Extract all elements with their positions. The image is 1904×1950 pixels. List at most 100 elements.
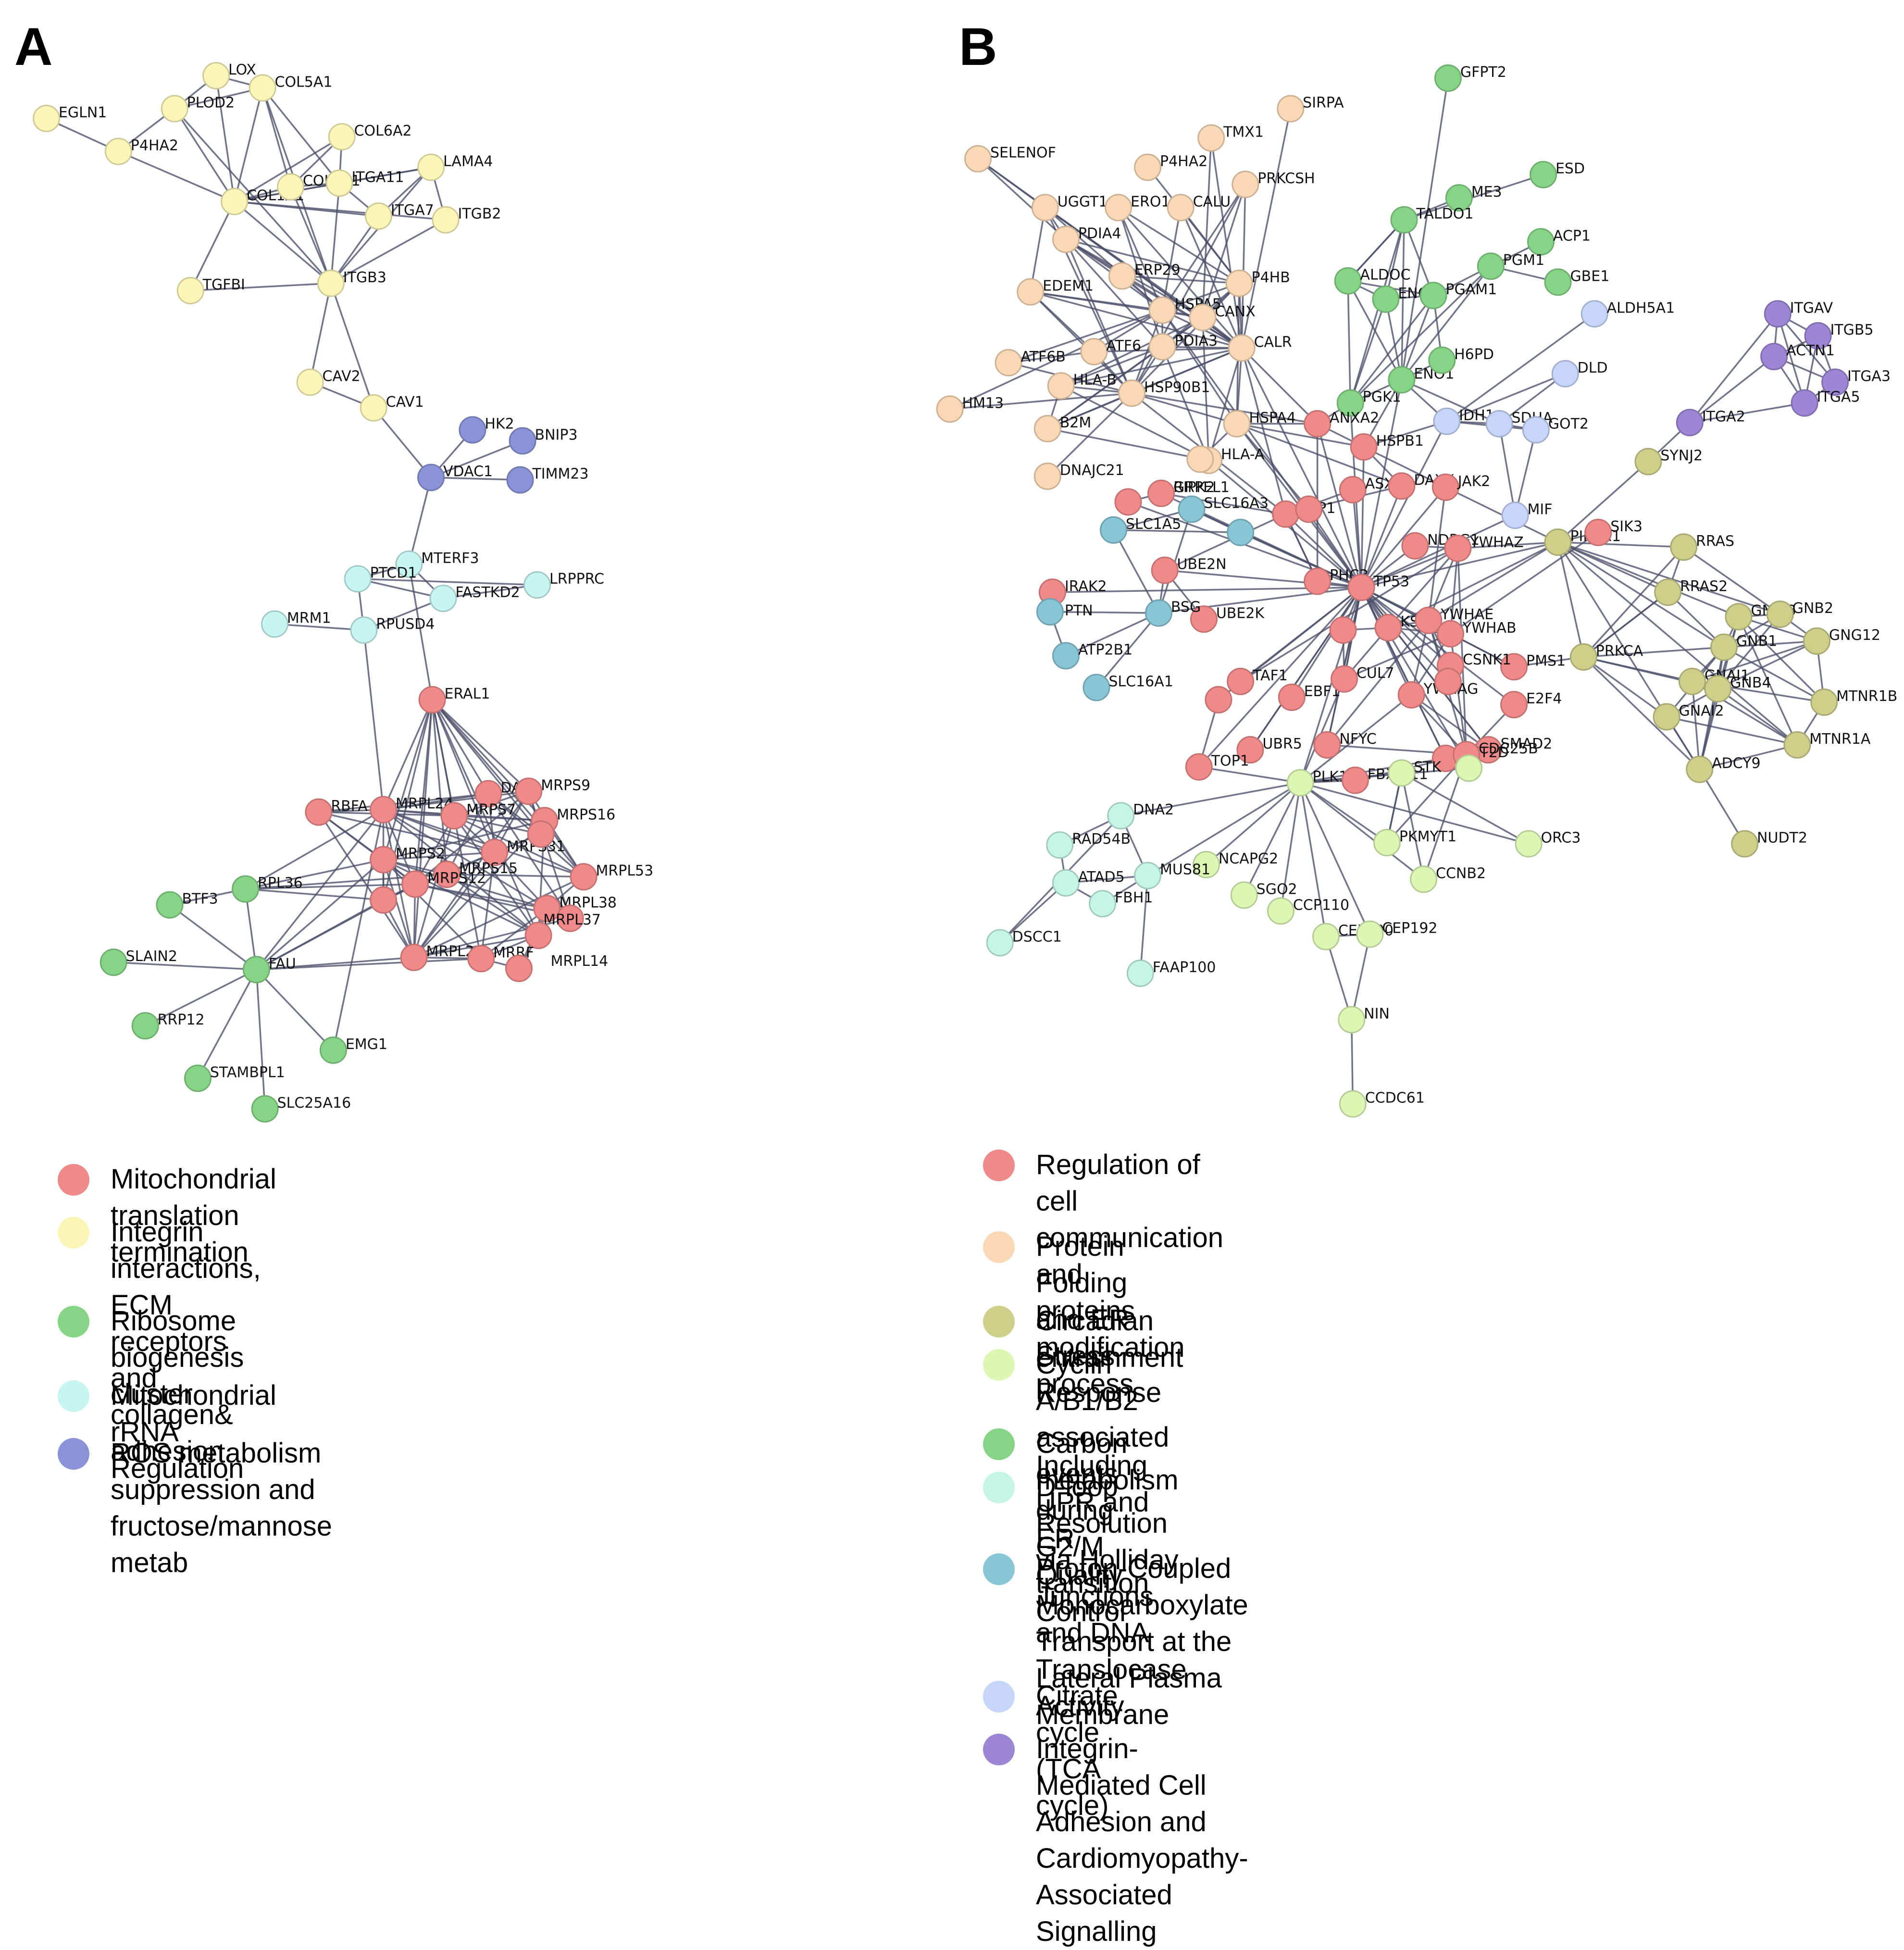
gene-node[interactable] xyxy=(1151,556,1179,584)
gene-node[interactable] xyxy=(936,395,964,423)
gene-node[interactable] xyxy=(1676,409,1704,437)
gene-node[interactable] xyxy=(506,466,534,494)
gene-node[interactable] xyxy=(505,954,533,982)
gene-node[interactable] xyxy=(232,875,260,903)
gene-node[interactable] xyxy=(1390,206,1418,234)
gene-node[interactable] xyxy=(1584,518,1612,546)
gene-node[interactable] xyxy=(418,686,446,713)
gene-node[interactable] xyxy=(523,571,551,599)
gene-node[interactable] xyxy=(1455,754,1483,782)
gene-node[interactable] xyxy=(1189,303,1217,331)
gene-node[interactable] xyxy=(370,886,398,914)
gene-node[interactable] xyxy=(1107,802,1135,830)
gene-node[interactable] xyxy=(277,173,305,201)
gene-node[interactable] xyxy=(1434,667,1462,695)
gene-node[interactable] xyxy=(100,949,127,976)
gene-node[interactable] xyxy=(1437,620,1465,648)
gene-node[interactable] xyxy=(364,202,392,230)
gene-node[interactable] xyxy=(1134,862,1162,889)
gene-node[interactable] xyxy=(1089,890,1117,918)
gene-node[interactable] xyxy=(417,463,445,491)
gene-node[interactable] xyxy=(1783,731,1811,759)
gene-node[interactable] xyxy=(1653,703,1680,731)
gene-node[interactable] xyxy=(1704,675,1732,703)
gene-node[interactable] xyxy=(33,104,61,132)
gene-node[interactable] xyxy=(1821,368,1849,396)
gene-node[interactable] xyxy=(1431,473,1459,501)
gene-node[interactable] xyxy=(1312,923,1340,950)
gene-node[interactable] xyxy=(1228,334,1256,362)
gene-node[interactable] xyxy=(1350,433,1378,461)
gene-node[interactable] xyxy=(1339,476,1367,504)
gene-node[interactable] xyxy=(1017,278,1045,306)
gene-node[interactable] xyxy=(1230,881,1258,909)
gene-node[interactable] xyxy=(1148,333,1176,361)
gene-node[interactable] xyxy=(1760,343,1788,371)
gene-node[interactable] xyxy=(1134,153,1162,181)
gene-node[interactable] xyxy=(1278,683,1306,711)
gene-node[interactable] xyxy=(1433,407,1461,435)
gene-node[interactable] xyxy=(370,796,398,824)
gene-node[interactable] xyxy=(1803,627,1831,655)
gene-node[interactable] xyxy=(1334,267,1362,295)
gene-node[interactable] xyxy=(964,145,992,173)
gene-node[interactable] xyxy=(1052,225,1080,253)
gene-node[interactable] xyxy=(1052,642,1080,670)
gene-node[interactable] xyxy=(1286,769,1314,797)
gene-node[interactable] xyxy=(432,206,460,234)
gene-node[interactable] xyxy=(1686,755,1714,783)
gene-node[interactable] xyxy=(474,780,502,808)
gene-node[interactable] xyxy=(242,956,270,984)
gene-node[interactable] xyxy=(1185,753,1213,781)
gene-node[interactable] xyxy=(467,945,495,973)
gene-node[interactable] xyxy=(1145,599,1172,627)
gene-node[interactable] xyxy=(1036,598,1064,626)
gene-node[interactable] xyxy=(1551,360,1579,388)
gene-node[interactable] xyxy=(344,565,372,593)
gene-node[interactable] xyxy=(417,153,445,181)
gene-node[interactable] xyxy=(440,802,468,830)
gene-node[interactable] xyxy=(1419,282,1447,310)
gene-node[interactable] xyxy=(156,891,184,919)
gene-node[interactable] xyxy=(395,550,423,578)
gene-node[interactable] xyxy=(1147,479,1175,507)
gene-node[interactable] xyxy=(1052,869,1080,897)
gene-node[interactable] xyxy=(1725,603,1753,631)
gene-node[interactable] xyxy=(400,943,428,971)
gene-node[interactable] xyxy=(1267,897,1294,925)
gene-node[interactable] xyxy=(1080,338,1108,366)
gene-node[interactable] xyxy=(1527,228,1555,256)
gene-node[interactable] xyxy=(1397,681,1425,709)
gene-node[interactable] xyxy=(1331,665,1358,693)
gene-node[interactable] xyxy=(1304,410,1332,438)
gene-node[interactable] xyxy=(1295,495,1323,523)
gene-node[interactable] xyxy=(1428,346,1456,374)
gene-node[interactable] xyxy=(296,368,324,396)
gene-node[interactable] xyxy=(1205,686,1232,713)
gene-node[interactable] xyxy=(1670,533,1698,561)
gene-node[interactable] xyxy=(1445,184,1473,212)
gene-node[interactable] xyxy=(1336,389,1364,417)
gene-node[interactable] xyxy=(317,269,345,297)
gene-node[interactable] xyxy=(459,416,486,444)
gene-node[interactable] xyxy=(1227,518,1255,546)
gene-node[interactable] xyxy=(161,95,188,123)
gene-node[interactable] xyxy=(1710,633,1738,661)
gene-node[interactable] xyxy=(1031,194,1059,222)
gene-node[interactable] xyxy=(429,585,457,612)
gene-node[interactable] xyxy=(305,798,333,826)
gene-node[interactable] xyxy=(1810,688,1838,716)
gene-node[interactable] xyxy=(1415,606,1443,634)
gene-node[interactable] xyxy=(261,610,288,638)
gene-node[interactable] xyxy=(1046,831,1074,859)
gene-node[interactable] xyxy=(1388,366,1416,394)
gene-node[interactable] xyxy=(251,1095,279,1123)
gene-node[interactable] xyxy=(249,74,276,102)
gene-node[interactable] xyxy=(1105,194,1132,222)
gene-node[interactable] xyxy=(533,895,561,923)
gene-node[interactable] xyxy=(1522,416,1550,444)
gene-node[interactable] xyxy=(1530,161,1557,188)
gene-node[interactable] xyxy=(1410,865,1438,893)
gene-node[interactable] xyxy=(221,188,249,215)
gene-node[interactable] xyxy=(1223,410,1251,438)
